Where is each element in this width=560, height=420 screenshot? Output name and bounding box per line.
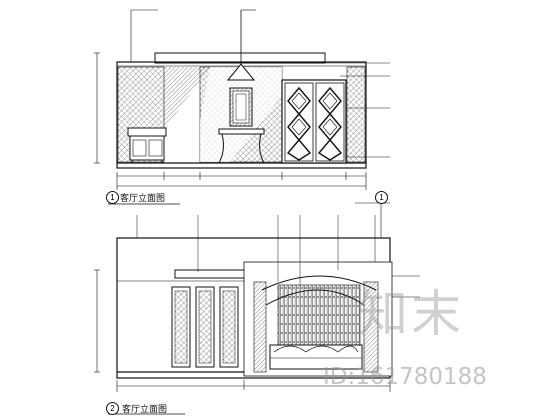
elevation-2-number: 2 (106, 402, 119, 415)
watermark-id: ID:161780188 (323, 364, 487, 390)
elevation-1 (94, 9, 390, 205)
elevation-1-number: 1 (106, 191, 119, 204)
section-marker: 1 (375, 191, 388, 204)
elevation-2 (94, 202, 420, 415)
watermark-logo: 知末 (358, 285, 464, 343)
elevation-2-title: 客厅立面图 (122, 404, 168, 414)
elevation-1-title: 客厅立面图 (120, 193, 166, 203)
